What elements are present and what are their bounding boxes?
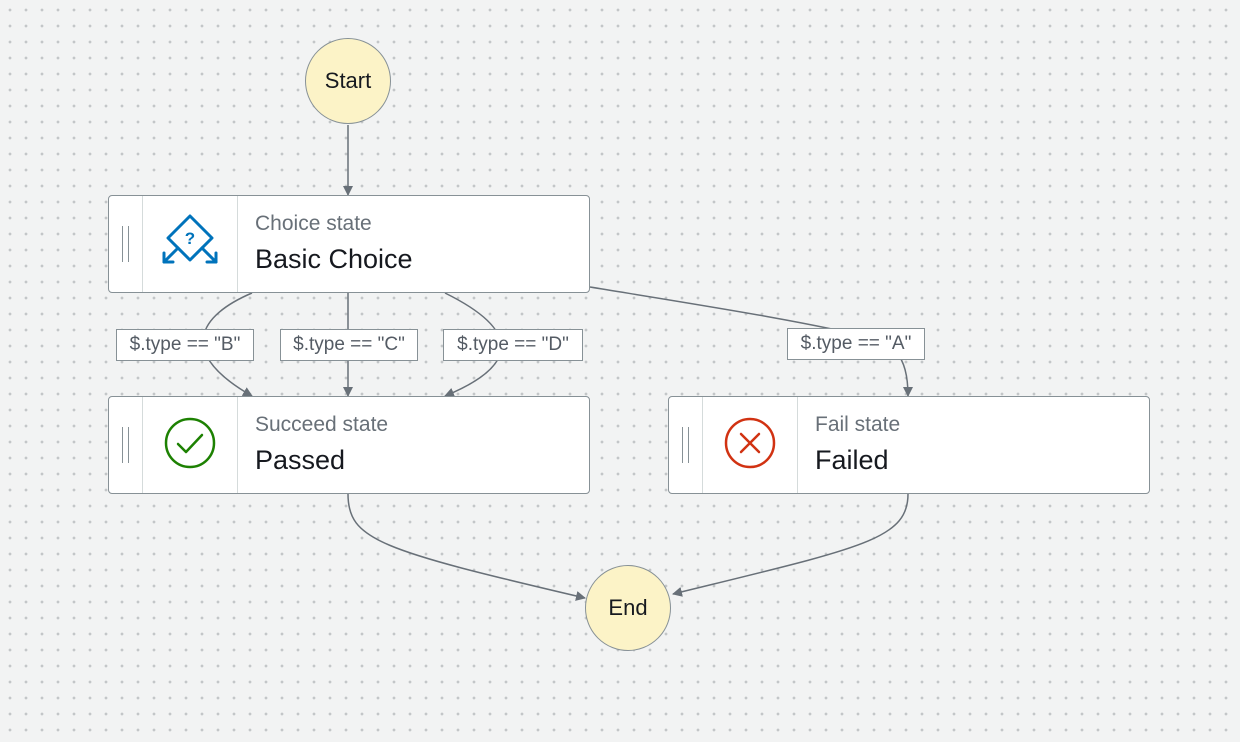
edge-label-b[interactable]: $.type == "B"	[116, 329, 254, 361]
succeed-state-node[interactable]: Succeed state Passed	[108, 396, 590, 494]
state-name: Passed	[255, 445, 346, 475]
edge-label-c[interactable]: $.type == "C"	[280, 329, 418, 361]
drag-handle[interactable]	[109, 196, 143, 292]
state-name: Failed	[815, 445, 889, 475]
state-type-label: Succeed state	[255, 413, 389, 436]
fail-state-node[interactable]: Fail state Failed	[668, 396, 1150, 494]
drag-handle[interactable]	[669, 397, 703, 493]
end-node[interactable]: End	[585, 565, 671, 651]
edge-label-d[interactable]: $.type == "D"	[443, 329, 583, 361]
edge-label-a[interactable]: $.type == "A"	[787, 328, 925, 360]
choice-state-node[interactable]: ? Choice state Basic Choice	[108, 195, 590, 293]
choice-icon: ?	[159, 213, 221, 276]
state-type-label: Fail state	[815, 413, 901, 436]
state-type-label: Choice state	[255, 212, 372, 235]
edge-fail-to-end	[672, 493, 909, 597]
state-name: Basic Choice	[255, 244, 413, 274]
start-node[interactable]: Start	[305, 38, 391, 124]
svg-text:?: ?	[185, 229, 195, 248]
drag-handle[interactable]	[109, 397, 143, 493]
x-circle-icon	[723, 416, 777, 475]
check-circle-icon	[163, 416, 217, 475]
edge-succeed-to-end	[347, 493, 586, 601]
